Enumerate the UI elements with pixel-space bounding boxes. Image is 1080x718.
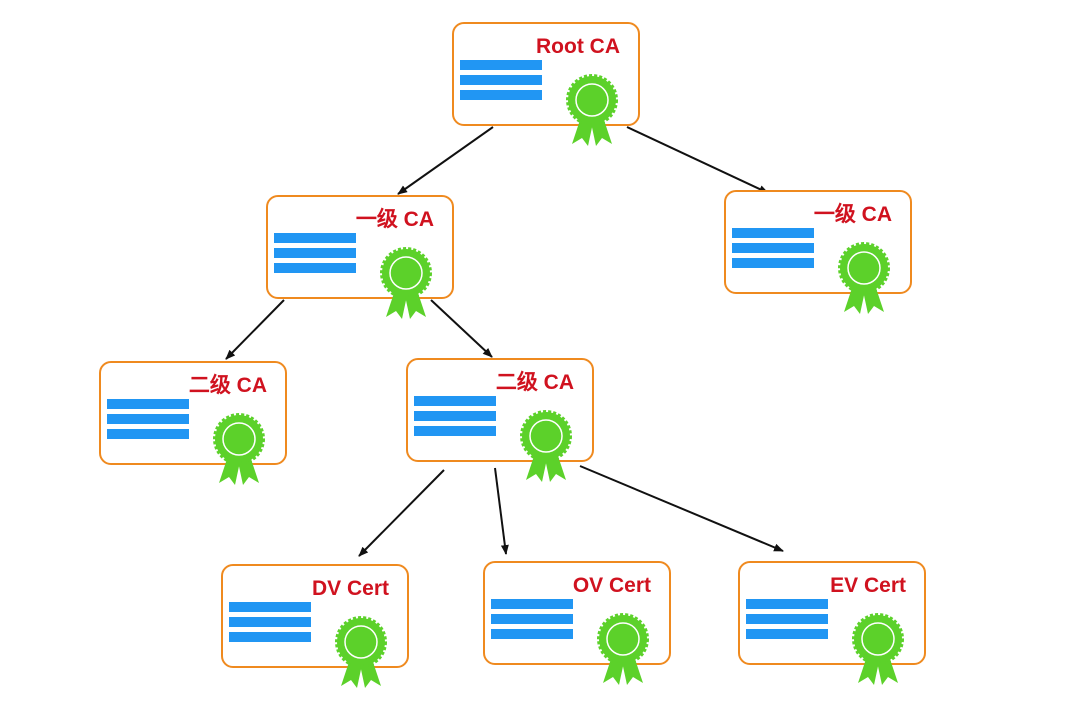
edge-root-to-l1b [626, 126, 769, 194]
cert-text-lines [460, 60, 542, 105]
cert-root-ca: Root CA [452, 22, 640, 146]
cert-title: EV Cert [830, 574, 906, 597]
text-line [746, 599, 828, 609]
cert-title: 一级 CA [355, 208, 434, 231]
cert-level2-ca-middle: 二级 CA [406, 358, 594, 482]
award-seal-icon [597, 613, 649, 685]
text-line [491, 629, 573, 639]
text-line [414, 411, 496, 421]
text-line [732, 228, 814, 238]
cert-ov: OV Cert [483, 561, 671, 685]
text-line [274, 233, 356, 243]
cert-text-lines [746, 599, 828, 644]
award-seal-icon [852, 613, 904, 685]
cert-dv: DV Cert [221, 564, 409, 688]
cert-title: Root CA [536, 35, 620, 58]
cert-text-lines [107, 399, 189, 444]
cert-text-lines [491, 599, 573, 644]
text-line [414, 426, 496, 436]
edge-root-to-l1a [397, 126, 494, 195]
text-line [746, 629, 828, 639]
award-seal-icon [380, 247, 432, 319]
text-line [414, 396, 496, 406]
text-line [460, 75, 542, 85]
edge-l2b-to-ov [494, 467, 509, 555]
cert-text-lines [274, 233, 356, 278]
text-line [491, 614, 573, 624]
text-line [732, 258, 814, 268]
text-line [460, 60, 542, 70]
text-line [229, 632, 311, 642]
text-line [229, 617, 311, 627]
award-seal-icon [566, 74, 618, 146]
edge-l2b-to-dv [358, 469, 445, 557]
edge-l2b-to-ev [579, 465, 784, 552]
cert-title: 二级 CA [188, 374, 267, 397]
text-line [274, 263, 356, 273]
cert-level2-ca-left: 二级 CA [99, 361, 287, 485]
text-line [107, 429, 189, 439]
text-line [274, 248, 356, 258]
cert-text-lines [414, 396, 496, 441]
cert-title: DV Cert [311, 577, 389, 600]
text-line [229, 602, 311, 612]
text-line [107, 399, 189, 409]
award-seal-icon [213, 413, 265, 485]
cert-level1-ca-left: 一级 CA [266, 195, 454, 319]
cert-level1-ca-right: 一级 CA [724, 190, 912, 314]
edge-l1a-to-l2a [225, 299, 285, 360]
cert-title: 二级 CA [495, 371, 574, 394]
text-line [460, 90, 542, 100]
cert-text-lines [229, 602, 311, 647]
cert-ev: EV Cert [738, 561, 926, 685]
text-line [746, 614, 828, 624]
edge-l1a-to-l2b [430, 299, 493, 358]
cert-text-lines [732, 228, 814, 273]
award-seal-icon [335, 616, 387, 688]
text-line [491, 599, 573, 609]
text-line [107, 414, 189, 424]
award-seal-icon [520, 410, 572, 482]
award-seal-icon [838, 242, 890, 314]
text-line [732, 243, 814, 253]
cert-title: OV Cert [572, 574, 651, 597]
cert-title: 一级 CA [813, 203, 892, 226]
